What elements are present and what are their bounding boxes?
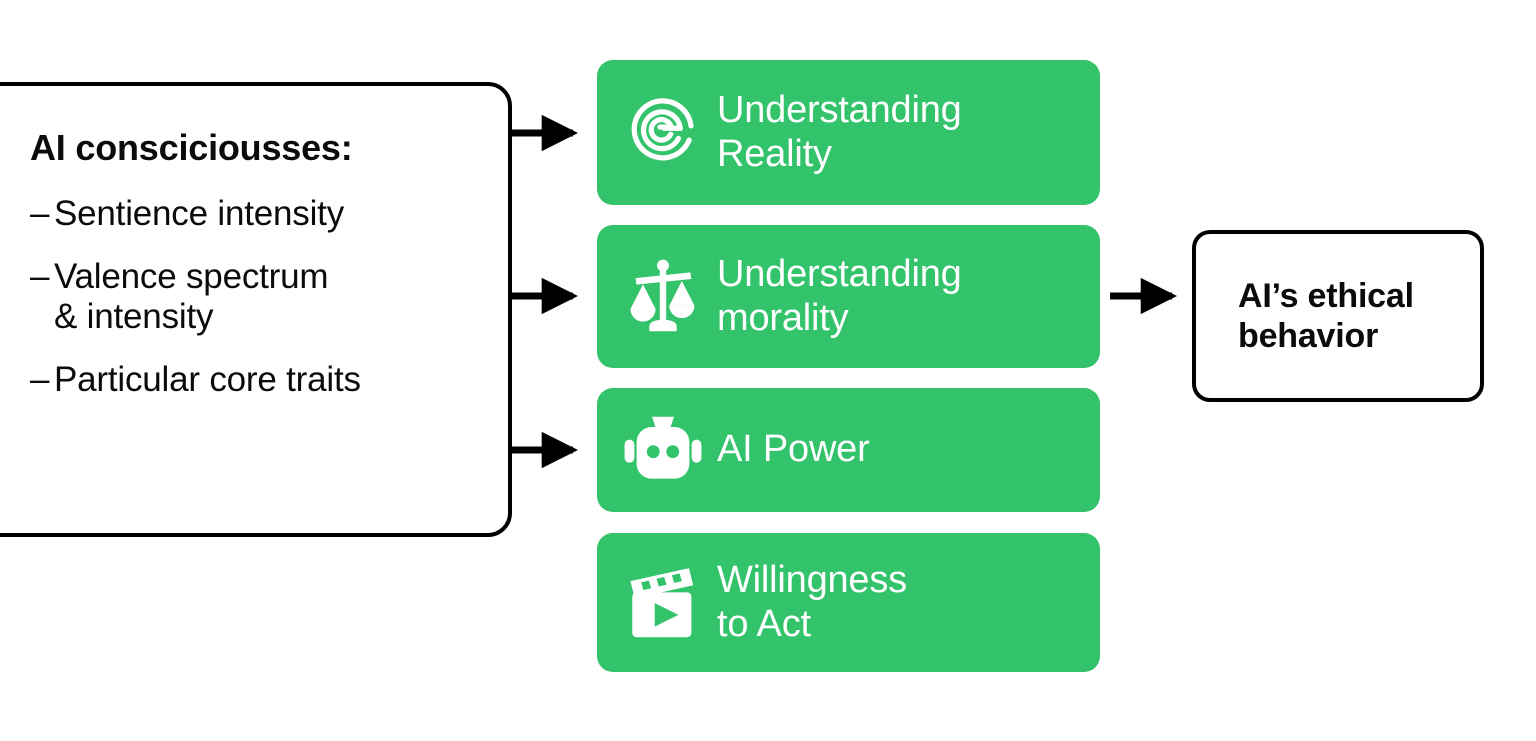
consciousness-attribute-list: – Sentience intensity – Valence spectrum… bbox=[30, 194, 480, 402]
dash-marker: – bbox=[30, 360, 50, 400]
card-title: AI consciciousses: bbox=[30, 127, 353, 168]
scales-icon bbox=[619, 253, 707, 341]
list-item-label: Particular core traits bbox=[54, 360, 361, 400]
outcome-card-ai-ethical-behavior: AI’s ethical behavior bbox=[1192, 230, 1484, 402]
ai-consciousness-card: AI consciciousses: – Sentience intensity… bbox=[0, 82, 512, 537]
spiral-icon bbox=[619, 89, 707, 177]
clapperboard-icon bbox=[619, 559, 707, 647]
list-item: – Sentience intensity bbox=[30, 194, 480, 235]
robot-icon bbox=[619, 406, 707, 494]
factor-label: AI Power bbox=[717, 428, 870, 471]
factor-card-understanding-morality[interactable]: Understanding morality bbox=[597, 225, 1100, 368]
factor-label: Understanding morality bbox=[717, 253, 962, 339]
factor-label: Willingness to Act bbox=[717, 559, 907, 645]
list-item-label: Sentience intensity bbox=[54, 193, 344, 233]
list-item-label: Valence spectrum & intensity bbox=[54, 256, 329, 337]
factor-card-willingness-to-act[interactable]: Willingness to Act bbox=[597, 533, 1100, 672]
dash-marker: – bbox=[30, 256, 50, 296]
factor-label: Understanding Reality bbox=[717, 89, 962, 175]
dash-marker: – bbox=[30, 193, 50, 233]
outcome-card-label: AI’s ethical behavior bbox=[1238, 276, 1414, 355]
list-item: – Valence spectrum & intensity bbox=[30, 257, 480, 339]
factor-card-ai-power[interactable]: AI Power bbox=[597, 388, 1100, 512]
factor-card-understanding-reality[interactable]: Understanding Reality bbox=[597, 60, 1100, 205]
list-item: – Particular core traits bbox=[30, 360, 480, 401]
